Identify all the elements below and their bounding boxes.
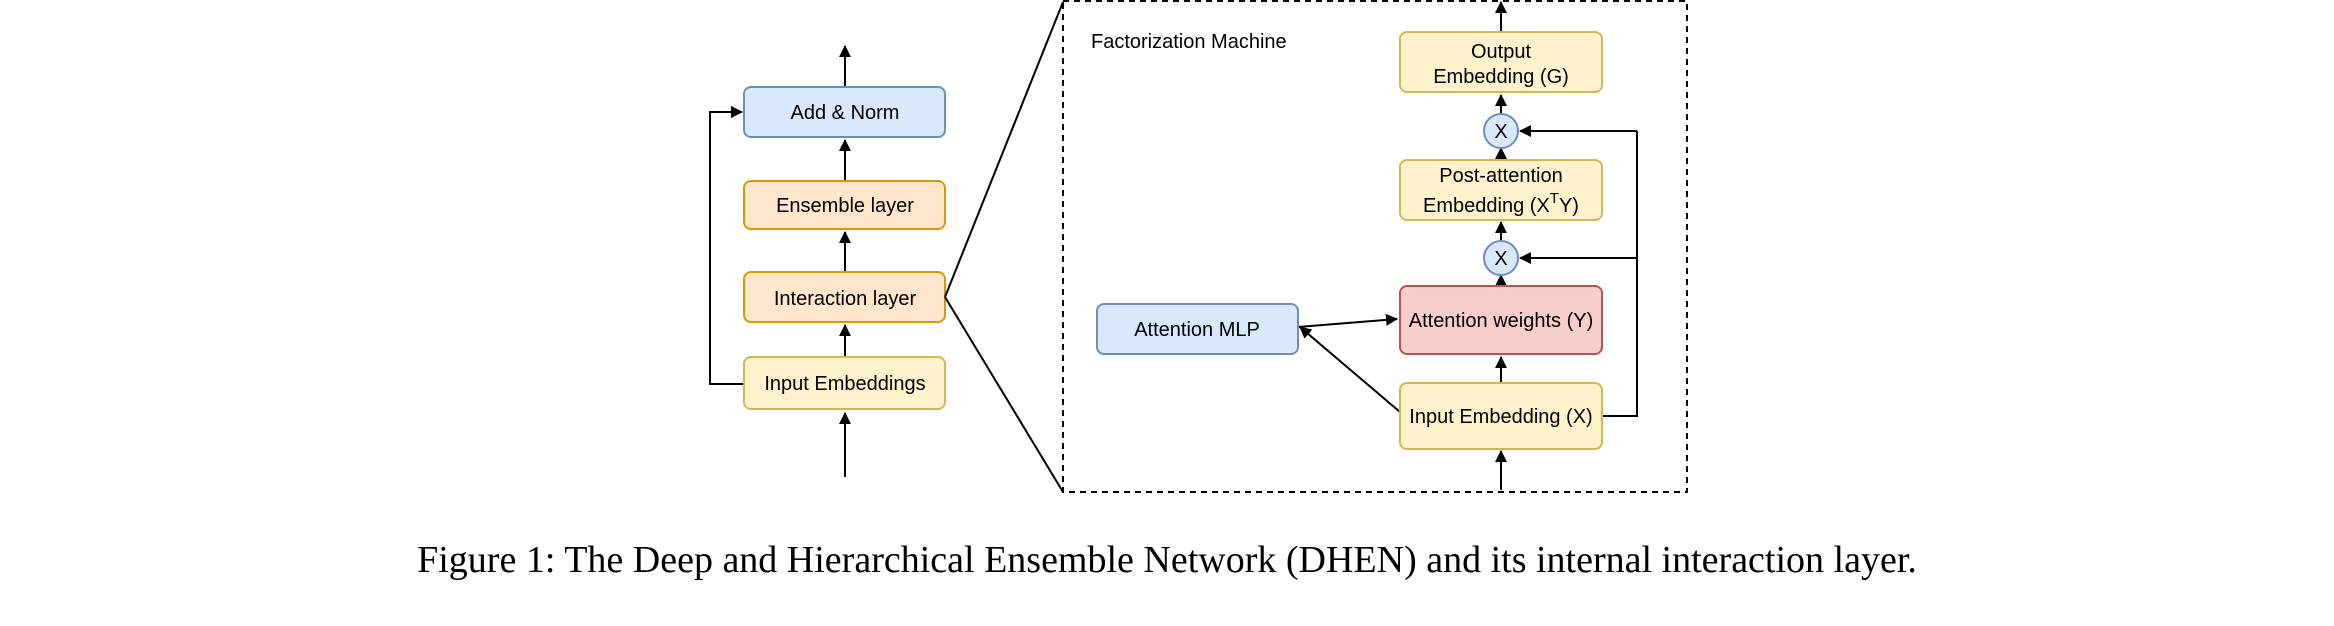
factorization-machine-panel: Factorization Machine Output Embedding (… <box>1062 0 1688 493</box>
post-attention-superscript: T <box>1550 190 1559 207</box>
multiply-node-bottom-label: X <box>1494 248 1507 270</box>
ensemble-layer-box <box>743 180 946 230</box>
post-attention-suffix: Y) <box>1559 195 1579 217</box>
left-stack: Add & Norm Ensemble layer Interaction la… <box>709 45 946 477</box>
attention-mlp-box <box>1096 303 1299 355</box>
factorization-machine-title: Factorization Machine <box>1091 31 1287 53</box>
input-embedding-x-box <box>1399 382 1603 450</box>
attention-weights-box <box>1399 285 1603 355</box>
zoom-line-top <box>944 1 1064 298</box>
residual-connection <box>709 106 744 385</box>
add-norm-box <box>743 86 946 138</box>
input-embedding-x-label: Input Embedding (X) <box>1409 406 1592 428</box>
input-embeddings-label: Input Embeddings <box>764 373 925 395</box>
post-attention-label-line1: Post-attention <box>1439 165 1562 187</box>
post-attention-label-line2: Embedding (XTY) <box>1423 190 1579 217</box>
figure-caption: Figure 1: The Deep and Hierarchical Ense… <box>417 539 1917 581</box>
arrow-input-to-mlp <box>1299 326 1401 413</box>
arrow-mlp-to-weights <box>1297 313 1398 328</box>
ensemble-layer-label: Ensemble layer <box>776 195 914 217</box>
multiply-node-top-label: X <box>1494 121 1507 143</box>
detail-dashed-frame <box>1062 0 1688 493</box>
attention-mlp-label: Attention MLP <box>1134 319 1260 341</box>
input-embeddings-box <box>743 356 946 410</box>
skip-line-right <box>1602 131 1638 417</box>
output-embedding-label-line2: Embedding (G) <box>1433 66 1569 88</box>
post-attention-prefix: Embedding (X <box>1423 195 1550 217</box>
interaction-layer-label: Interaction layer <box>774 288 917 310</box>
output-embedding-box <box>1399 31 1603 93</box>
zoom-line-bottom <box>944 296 1064 493</box>
add-norm-label: Add & Norm <box>791 102 900 124</box>
output-embedding-label-line1: Output <box>1471 41 1531 63</box>
attention-weights-label: Attention weights (Y) <box>1409 310 1594 332</box>
multiply-node-top <box>1483 113 1519 149</box>
dhen-diagram: Add & Norm Ensemble layer Interaction la… <box>709 0 1688 493</box>
post-attention-embedding-box <box>1399 159 1603 221</box>
multiply-node-bottom <box>1483 240 1519 276</box>
